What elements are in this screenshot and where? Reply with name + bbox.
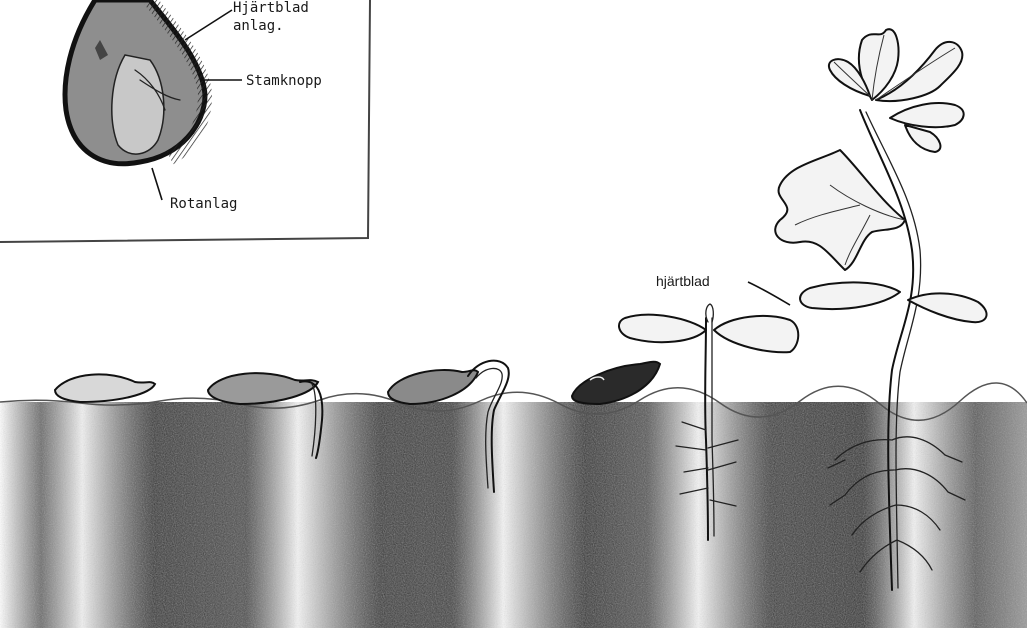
seed-embryo xyxy=(112,55,164,154)
label-radicle: Rotanlag xyxy=(170,196,237,212)
label-seedling-cotyledon: hjärtblad xyxy=(656,273,710,289)
label-cotyledon-rudiment-line2: anlag. xyxy=(233,18,284,34)
label-cotyledon-rudiment: Hjärtblad xyxy=(233,0,309,16)
label-plumule: Stamknopp xyxy=(246,73,322,89)
soil xyxy=(0,383,1027,628)
seed-inset: Hjärtblad anlag. Stamknopp Rotanlag xyxy=(0,0,370,242)
stage-1-seed xyxy=(55,374,155,402)
stage-4-seed-emerging xyxy=(572,362,660,404)
